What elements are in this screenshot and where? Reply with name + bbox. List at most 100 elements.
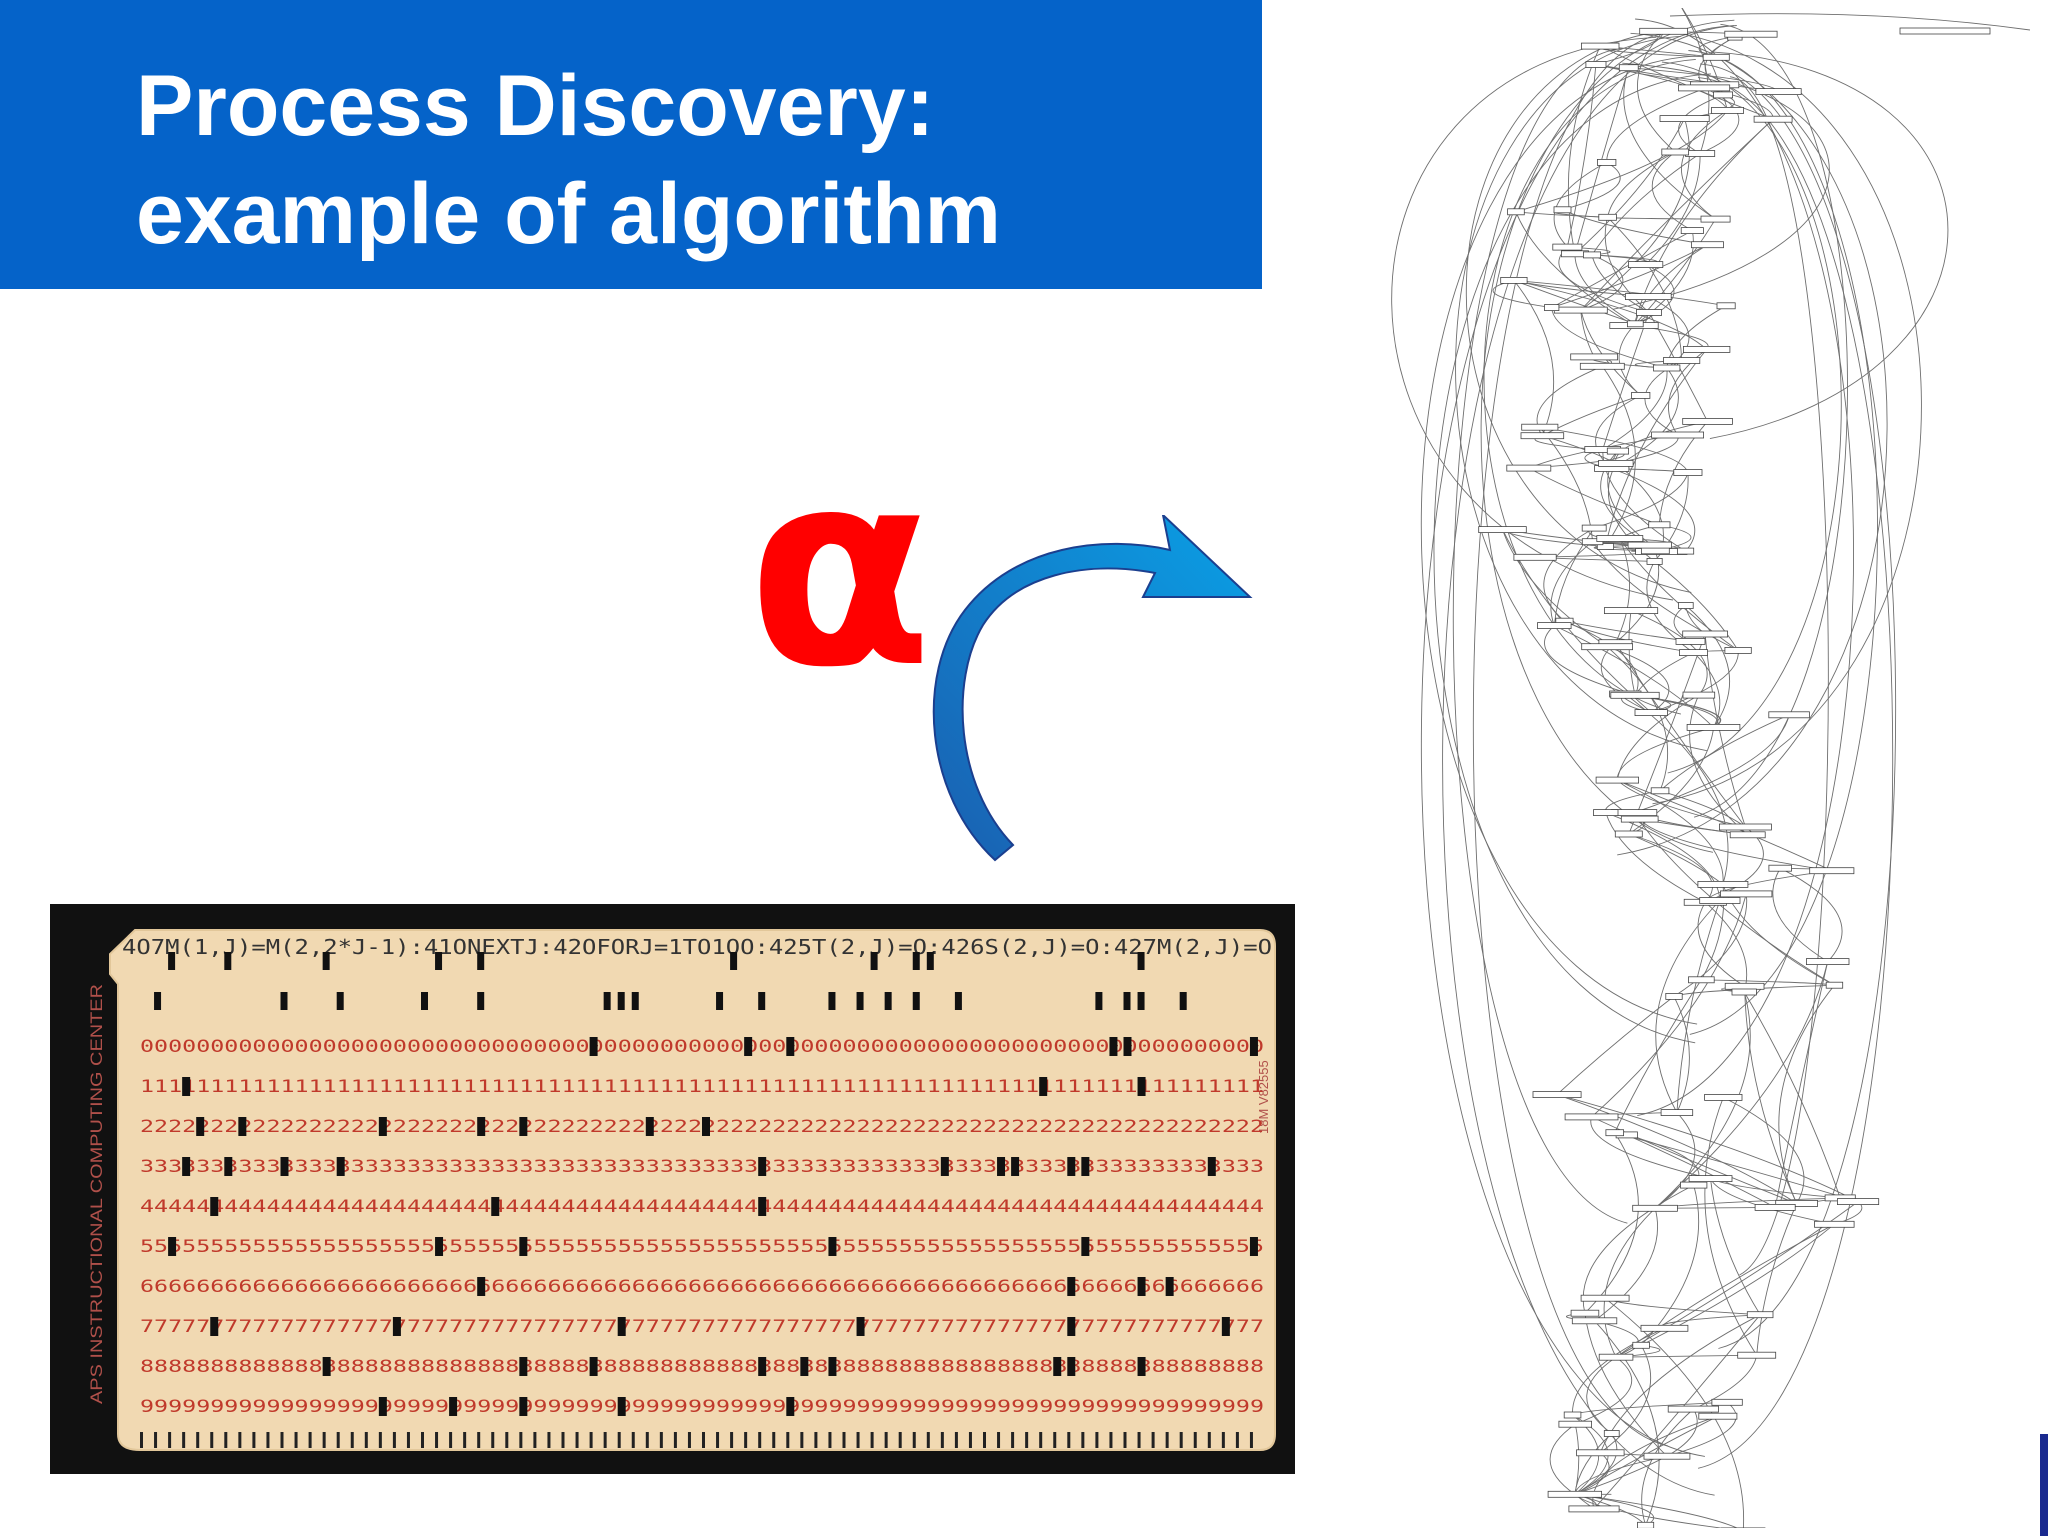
graph-node — [1718, 823, 1772, 831]
graph-edge — [1483, 58, 1696, 715]
graph-edge — [1607, 216, 1683, 361]
punched-hole — [1067, 1277, 1076, 1296]
card-tick — [730, 1432, 734, 1448]
graph-edge — [1651, 650, 1739, 714]
graph-node — [1520, 432, 1565, 440]
punched-hole — [828, 992, 836, 1010]
graph-edge — [1551, 307, 1667, 369]
graph-node — [1682, 345, 1731, 353]
punched-hole — [1137, 992, 1145, 1010]
graph-edge — [1659, 790, 1746, 828]
digit-row-5: 5555555555555555555555555555555555555555… — [140, 1237, 1264, 1257]
graph-edge — [1562, 162, 1621, 211]
graph-node — [1593, 809, 1619, 816]
card-tick — [421, 1432, 424, 1448]
card-tick — [983, 1432, 986, 1448]
card-tick — [505, 1432, 509, 1448]
graph-edge — [1756, 1203, 1798, 1356]
graph-node — [1768, 711, 1810, 719]
graph-node — [1755, 88, 1802, 95]
graph-edge — [1550, 541, 1593, 626]
graph-node — [1713, 91, 1734, 99]
graph-edge — [1614, 1132, 1859, 1203]
card-tick — [308, 1432, 312, 1448]
graph-edge — [1778, 984, 1835, 1204]
graph-node — [1571, 1317, 1618, 1325]
card-tick — [1221, 1432, 1225, 1448]
card-tick — [224, 1432, 228, 1448]
graph-edge — [1513, 280, 1555, 436]
graph-edge — [1544, 625, 1636, 696]
title-banner: Process Discovery: example of algorithm — [0, 0, 1262, 289]
process-model-graph — [1391, 8, 2031, 1528]
graph-edge — [1680, 110, 1728, 220]
graph-edge — [1592, 1415, 1718, 1510]
graph-edge — [1556, 1094, 1859, 1203]
punched-hole — [1067, 1157, 1076, 1176]
graph-edge — [1641, 1408, 1694, 1526]
card-tick — [1179, 1432, 1183, 1448]
slide-title-line-1: Process Discovery: — [136, 58, 935, 154]
punched-hole — [1221, 1317, 1230, 1336]
graph-node — [1809, 867, 1855, 875]
graph-edge — [1564, 620, 1639, 696]
card-tick — [631, 1432, 635, 1448]
graph-node — [1724, 982, 1765, 990]
graph-edge — [1685, 605, 1731, 728]
punched-hole — [519, 1117, 528, 1136]
punched-hole — [758, 992, 766, 1010]
graph-node — [1513, 553, 1557, 561]
graph-edge — [1616, 726, 1714, 781]
graph-node — [1685, 150, 1716, 157]
punched-hole — [210, 1197, 219, 1216]
card-tick — [1193, 1432, 1197, 1448]
graph-node — [1640, 547, 1670, 555]
graph-edge — [1574, 1452, 1610, 1495]
graph-edge — [1693, 652, 1721, 728]
punched-hole — [182, 1157, 191, 1176]
card-tick — [350, 1432, 354, 1448]
punched-hole — [828, 1357, 837, 1376]
graph-edge — [1584, 1132, 1639, 1314]
graph-node — [1724, 30, 1778, 38]
graph-node — [1576, 1449, 1625, 1457]
card-tick — [800, 1432, 804, 1448]
punched-hole — [617, 1317, 626, 1336]
graph-edge — [1606, 84, 1715, 163]
card-tick — [940, 1432, 944, 1448]
card-tick — [645, 1432, 649, 1448]
card-tick — [1207, 1432, 1211, 1448]
graph-node — [1676, 547, 1695, 555]
card-tick — [154, 1432, 158, 1448]
card-id-label: 18M V82555 — [1256, 1060, 1271, 1134]
graph-edge — [1611, 367, 1679, 469]
graph-edge — [1592, 541, 1739, 651]
punched-hole — [1249, 1037, 1258, 1056]
graph-edge — [1688, 50, 1878, 1035]
card-code-line: 4O7M(1,J)=M(2,2*J-1):41ONEXTJ:42OFORJ=1T… — [122, 935, 1272, 959]
graph-edge — [1633, 325, 1709, 350]
punched-hole — [631, 992, 639, 1010]
graph-edge — [1614, 979, 1702, 1133]
graph-edge — [1602, 312, 1650, 450]
punched-hole — [954, 992, 962, 1010]
punched-hole — [702, 1117, 710, 1136]
graph-edge — [1685, 605, 1706, 635]
graph-node — [1711, 107, 1744, 114]
graph-node — [1678, 84, 1731, 92]
card-tick — [1249, 1432, 1253, 1448]
punched-hole — [1123, 992, 1131, 1010]
graph-edge — [1574, 1433, 1613, 1495]
graph-node — [1899, 27, 1991, 35]
graph-edge — [1590, 1116, 1711, 1180]
graph-edge — [1704, 1097, 1758, 1356]
graph-node — [1651, 431, 1705, 439]
graph-node — [1663, 357, 1701, 364]
punched-hole — [280, 1157, 289, 1176]
graph-node — [1478, 526, 1527, 533]
card-tick — [716, 1432, 720, 1448]
card-tick — [884, 1432, 888, 1448]
graph-node — [1606, 447, 1629, 455]
curved-arrow-icon — [932, 515, 1253, 862]
punched-hole — [1207, 1157, 1216, 1176]
